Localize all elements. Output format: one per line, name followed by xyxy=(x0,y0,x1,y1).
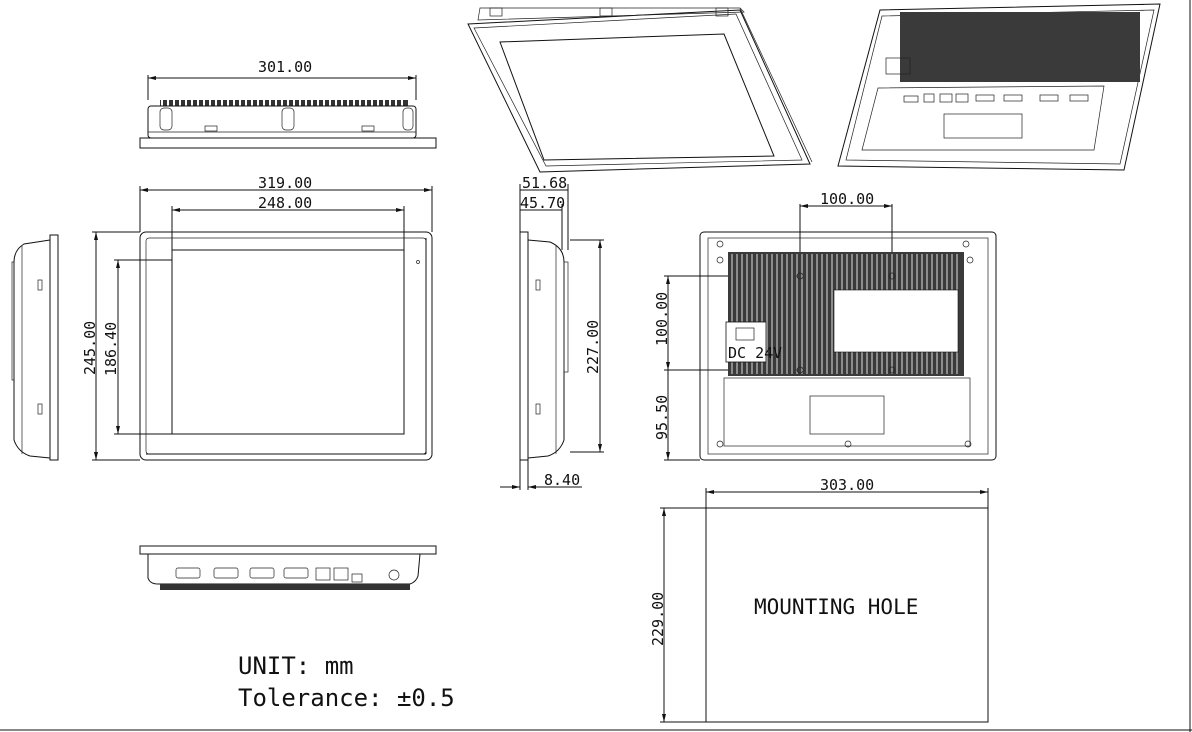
tolerance-note: Tolerance: ±0.5 xyxy=(238,684,455,712)
rear-view: 100.00 100.00 95.50 DC 24V xyxy=(653,190,997,461)
dim-side-depth-body: 45.70 xyxy=(520,194,565,212)
dim-front-inner-width: 248.00 xyxy=(258,194,312,212)
rear-power-label: DC 24V xyxy=(728,344,782,362)
top-fins xyxy=(160,100,408,106)
dim-rear-mount-v: 100.00 xyxy=(653,292,671,346)
dim-front-inner-height: 186.40 xyxy=(102,322,120,376)
dim-cutout-width: 303.00 xyxy=(820,476,874,494)
dim-front-outer-width: 319.00 xyxy=(258,174,312,192)
front-view: 319.00 248.00 245.00 186.40 xyxy=(81,174,433,461)
dim-rear-mount-h: 100.00 xyxy=(820,190,874,208)
dim-top-width: 301.00 xyxy=(258,58,312,76)
right-side-view: 51.68 45.70 227.00 8.40 xyxy=(500,174,604,490)
top-view: 301.00 xyxy=(139,58,437,149)
dim-front-outer-height: 245.00 xyxy=(81,321,99,375)
dim-side-depth-total: 51.68 xyxy=(522,174,567,192)
left-side-view xyxy=(11,234,59,461)
dim-side-height: 227.00 xyxy=(584,320,602,374)
mounting-hole-label: MOUNTING HOLE xyxy=(754,595,918,619)
dim-rear-offset-v: 95.50 xyxy=(653,395,671,440)
unit-note: UNIT: mm xyxy=(238,652,354,680)
dim-side-bezel: 8.40 xyxy=(544,471,580,489)
dim-cutout-height: 229.00 xyxy=(649,592,667,646)
bottom-view xyxy=(139,545,437,590)
isometric-rear-view xyxy=(837,3,1161,171)
mounting-hole-view: 303.00 229.00 MOUNTING HOLE xyxy=(649,476,989,723)
isometric-front-view xyxy=(467,7,813,173)
